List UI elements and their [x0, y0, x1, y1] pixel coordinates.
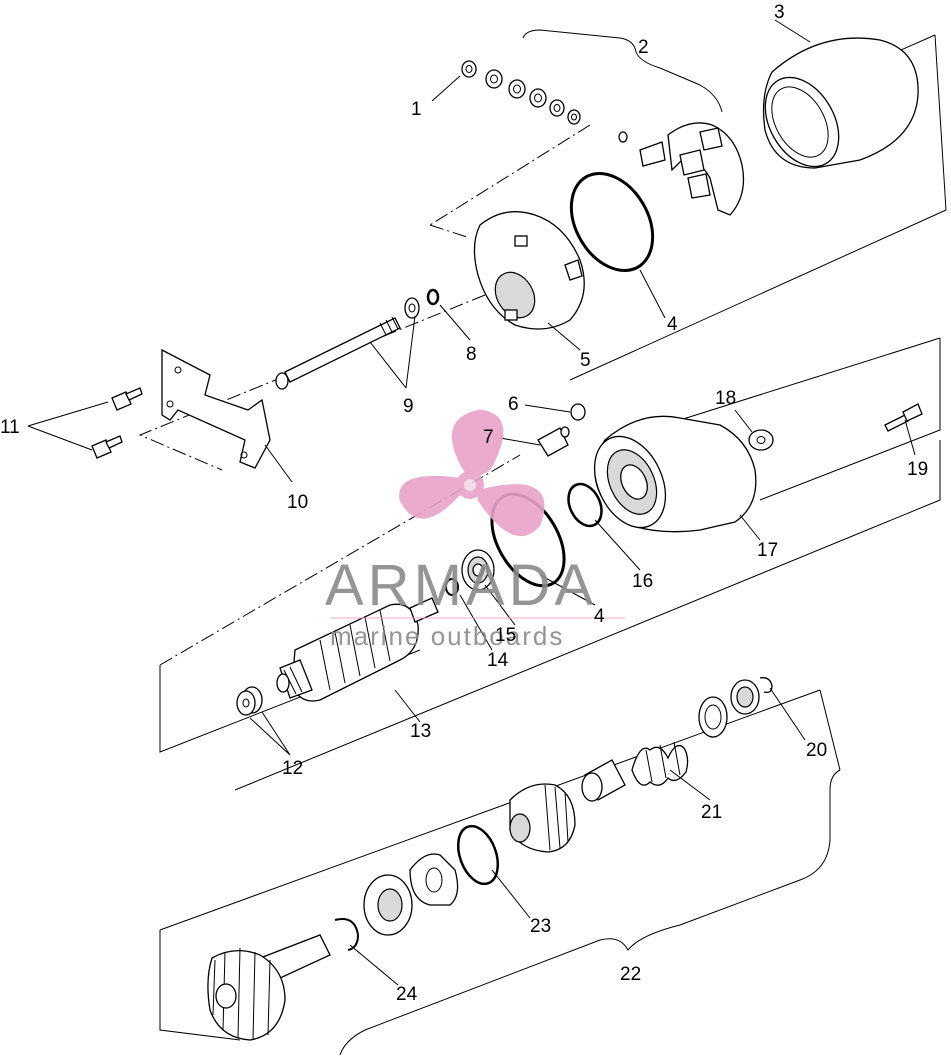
callout-7: 7 — [483, 427, 494, 448]
mounting-bracket — [161, 348, 271, 469]
nut-and-terminal — [537, 403, 586, 457]
callout-17: 17 — [757, 540, 778, 561]
callout-22: 22 — [620, 964, 641, 985]
washer-set — [461, 60, 581, 125]
callout-11: 11 — [0, 417, 20, 438]
callout-labels: 1 2 3 4 5 6 7 8 9 10 11 12 13 14 15 16 4… — [0, 2, 928, 1005]
callout-21: 21 — [701, 802, 722, 823]
washer-and-screw — [748, 403, 923, 451]
end-cover — [473, 211, 585, 330]
bearing — [445, 549, 495, 596]
drive-group — [207, 677, 773, 1041]
callout-24: 24 — [396, 984, 418, 1005]
watermark-tagline: marine outboards — [330, 621, 564, 651]
callout-20: 20 — [806, 740, 827, 761]
callout-23: 23 — [530, 916, 551, 937]
callout-19: 19 — [907, 459, 928, 480]
callout-12: 12 — [282, 758, 303, 779]
leader-lines — [27, 19, 916, 986]
through-bolt — [275, 297, 420, 390]
callout-4-upper: 4 — [667, 314, 678, 335]
callout-15: 15 — [495, 625, 516, 646]
callout-5: 5 — [580, 350, 591, 371]
bracket-bolts — [91, 387, 143, 459]
thrust-washers — [236, 686, 263, 716]
o-ring-upper — [569, 172, 655, 272]
callout-14: 14 — [487, 650, 509, 671]
armada-watermark: ARMADA marine outboards — [325, 409, 625, 651]
callout-2: 2 — [638, 37, 649, 58]
callout-16: 16 — [632, 571, 653, 592]
callout-3: 3 — [774, 2, 785, 23]
callout-18: 18 — [715, 388, 736, 409]
callout-9: 9 — [403, 396, 414, 417]
front-housing — [593, 415, 757, 533]
propeller-icon — [399, 409, 545, 536]
callout-8: 8 — [466, 344, 477, 365]
small-o-ring — [426, 288, 440, 306]
callout-13: 13 — [410, 721, 431, 742]
callout-6: 6 — [508, 394, 519, 415]
callout-10: 10 — [287, 492, 308, 513]
watermark-brand: ARMADA — [325, 553, 597, 618]
callout-1: 1 — [411, 99, 422, 120]
motor-yoke — [762, 37, 919, 169]
callout-4-lower: 4 — [594, 606, 605, 627]
brush-holder — [618, 122, 745, 216]
assembly-guide-lines — [138, 29, 947, 1056]
armature — [276, 597, 439, 702]
